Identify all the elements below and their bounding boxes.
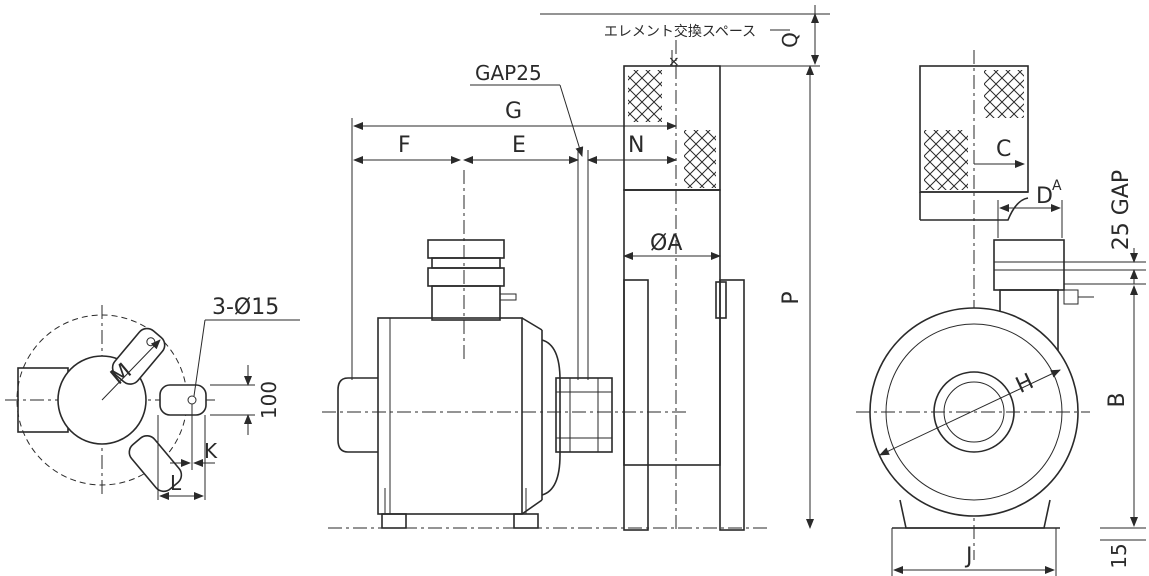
coupling [555, 377, 613, 453]
label-C: C [996, 137, 1011, 162]
label-D: D [1036, 184, 1053, 209]
stand-right-leg [719, 279, 745, 531]
label-B: B [1105, 392, 1130, 407]
svg-text:×: × [668, 54, 680, 70]
label-N: N [628, 133, 644, 158]
lug-right [159, 384, 207, 416]
label-gap25-right: 25 GAP [1109, 170, 1134, 250]
stand-left-leg [623, 279, 649, 531]
label-D-sup: A [1052, 178, 1062, 194]
duct-flange-upper [427, 239, 505, 259]
label-G: G [505, 99, 522, 124]
front-neck-flange [993, 239, 1065, 291]
plan-view: M 3-Ø15 100 K L [5, 295, 300, 500]
label-element-space: エレメント交換スペース [604, 23, 756, 40]
label-K: K [204, 439, 218, 463]
lug-bottom-left [128, 435, 183, 493]
label-holes: 3-Ø15 [212, 295, 279, 320]
label-gap25-top: GAP25 [475, 61, 542, 85]
label-J: J [964, 544, 973, 569]
side-view: エレメント交換スペース Q GAP25 G F E N × ØA [322, 5, 830, 531]
blower-body [377, 317, 523, 515]
duct-flange-lower [427, 267, 505, 287]
label-E: E [512, 133, 526, 158]
motor-end-bell [337, 377, 378, 453]
label-15: 15 [1107, 543, 1131, 568]
holes-leader-1 [193, 319, 206, 397]
label-P: P [779, 291, 804, 304]
label-L: L [170, 471, 182, 495]
label-F: F [398, 133, 411, 158]
label-100: 100 [257, 381, 281, 419]
front-view: C D A 25 GAP H B [856, 50, 1146, 576]
label-Q: Q [778, 32, 802, 48]
m-leader [101, 339, 161, 401]
label-phi-A: ØA [650, 231, 682, 256]
